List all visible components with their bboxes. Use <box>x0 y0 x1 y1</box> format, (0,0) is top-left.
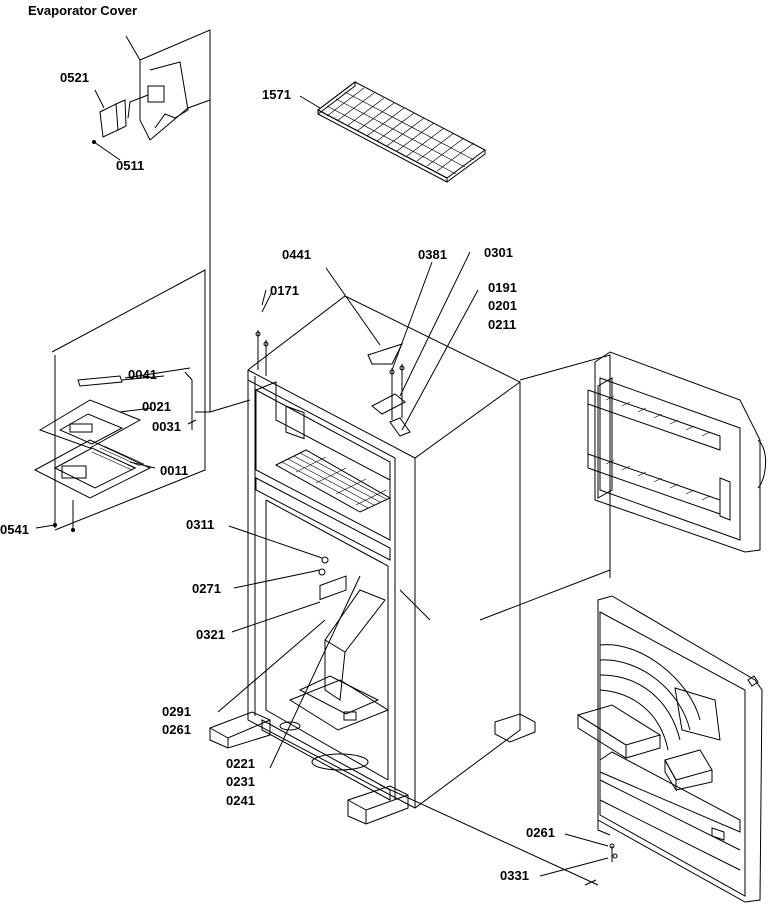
cabinet <box>210 296 535 824</box>
callout-0041: 0041 <box>128 367 157 382</box>
callout-0541: 0541 <box>0 522 29 537</box>
callout-0381: 0381 <box>418 247 447 262</box>
damper-control-part-0441 <box>326 268 402 364</box>
callout-0221: 0221 <box>226 756 255 771</box>
screws-part-0171 <box>256 290 268 376</box>
callout-0511: 0511 <box>116 158 145 173</box>
callout-0191: 0191 <box>488 280 517 295</box>
damper-box-part-0521 <box>95 90 126 137</box>
callout-0021: 0021 <box>142 399 171 414</box>
wire-shelf-part-1571 <box>300 82 485 182</box>
air-damper-assembly <box>35 270 205 532</box>
callout-0321: 0321 <box>196 627 225 642</box>
callout-0311: 0311 <box>186 517 215 532</box>
callout-0211: 0211 <box>488 317 517 332</box>
callout-0291: 0291 <box>162 704 191 719</box>
diagram-title: Evaporator Cover <box>28 3 138 18</box>
callout-1571: 1571 <box>262 87 291 102</box>
callout-0201: 0201 <box>488 298 517 313</box>
callout-0231: 0231 <box>226 774 255 789</box>
callout-0241: 0241 <box>226 793 255 808</box>
callout-0331: 0331 <box>500 868 529 883</box>
top-hinge <box>372 252 478 436</box>
callout-0521: 0521 <box>60 70 89 85</box>
leader-lines <box>36 292 608 876</box>
callout-0301: 0301 <box>484 245 513 260</box>
callout-0441: 0441 <box>282 247 311 262</box>
screw-part-0511 <box>93 141 121 161</box>
callout-0171: 0171 <box>270 283 299 298</box>
callout-0271: 0271 <box>192 581 221 596</box>
callout-0261-cabinet: 0261 <box>162 722 191 737</box>
freezer-door <box>588 352 766 552</box>
callout-0031: 0031 <box>152 419 181 434</box>
callout-0011: 0011 <box>160 463 189 478</box>
evaporator-cover <box>126 30 210 140</box>
callout-0261-door: 0261 <box>526 825 555 840</box>
fresh-food-door <box>380 596 762 902</box>
